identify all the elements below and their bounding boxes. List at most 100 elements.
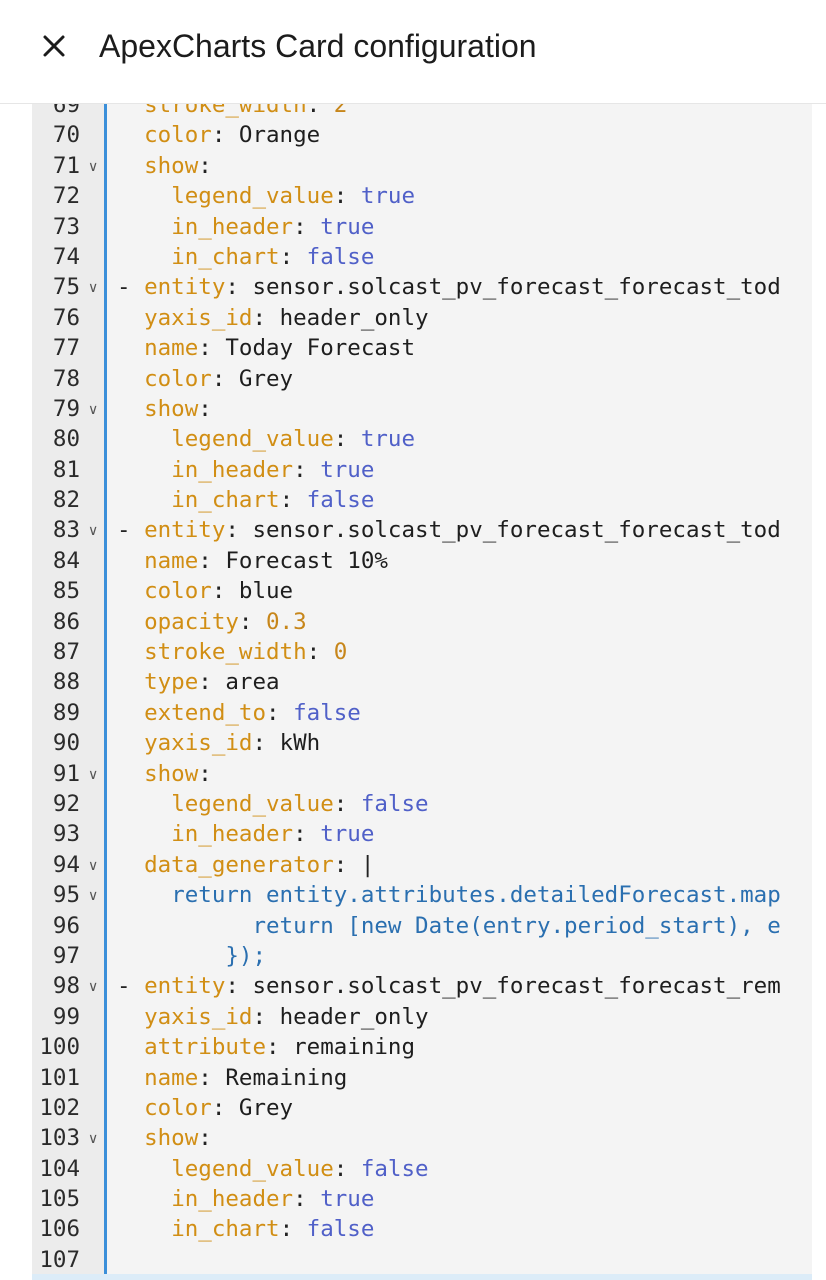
code-line[interactable]: 84 name: Forecast 10%: [32, 546, 812, 576]
code-token: in_chart: [171, 487, 280, 514]
code-line[interactable]: 70 color: Orange: [32, 120, 812, 150]
indent: [117, 548, 144, 574]
code-line[interactable]: 87 stroke_width: 0: [32, 637, 812, 667]
code-token: yaxis_id: [144, 1003, 253, 1030]
code-line[interactable]: 83 ∨ - entity: sensor.solcast_pv_forecast_…: [32, 515, 812, 545]
line-number: 83: [52, 517, 80, 544]
code-token: Today Forecast: [225, 335, 416, 362]
code-line[interactable]: 89 extend_to: false: [32, 698, 812, 728]
code-line[interactable]: 97 });: [32, 941, 812, 971]
fold-chevron-icon[interactable]: ∨: [88, 979, 99, 996]
code-line[interactable]: 77 name: Today Forecast: [32, 333, 812, 363]
code-line[interactable]: 74 in_chart: false: [32, 242, 812, 272]
code-line[interactable]: 76 yaxis_id: header_only: [32, 303, 812, 333]
code-token: :: [198, 760, 212, 787]
code-line[interactable]: 103∨ show:: [32, 1123, 812, 1153]
code-line[interactable]: 104 legend_value: false: [32, 1154, 812, 1184]
code-token: Orange: [238, 122, 321, 149]
code-line[interactable]: 96 return [new Date(entry.period_start),…: [32, 911, 812, 941]
code-line[interactable]: 85 color: blue: [32, 576, 812, 606]
code-line[interactable]: 99 yaxis_id: header_only: [32, 1002, 812, 1032]
code-line[interactable]: 94∨ data_generator: |: [32, 850, 812, 880]
code-line[interactable]: 102 color: Grey: [32, 1093, 812, 1123]
close-button[interactable]: [36, 28, 72, 64]
line-number: 104: [39, 1155, 80, 1182]
code-text: type: area: [117, 667, 279, 697]
line-number: 79: [52, 395, 80, 422]
fold-chevron-icon[interactable]: ∨: [88, 158, 99, 175]
code-line[interactable]: 88 type: area: [32, 667, 812, 697]
indent: [117, 700, 144, 726]
line-number: 73: [52, 213, 80, 240]
code-line[interactable]: 71∨ show:: [32, 151, 812, 181]
code-token: :: [306, 639, 334, 666]
code-token: :: [211, 365, 239, 392]
code-line[interactable]: 69 stroke_width: 2: [32, 104, 812, 120]
fold-chevron-icon[interactable]: ∨: [88, 857, 99, 874]
indent: [117, 639, 144, 665]
code-token: opacity: [144, 608, 239, 635]
code-line[interactable]: 79∨ show:: [32, 394, 812, 424]
code-token: 0: [333, 639, 348, 666]
line-number: 69: [52, 104, 80, 118]
line-number: 97: [52, 942, 80, 969]
code-line[interactable]: 78 color: Grey: [32, 364, 812, 394]
code-token: show: [144, 1125, 199, 1152]
code-line[interactable]: 75∨- entity: sensor.solcast_pv_forecast_…: [32, 272, 812, 302]
fold-chevron-icon[interactable]: ∨: [88, 280, 99, 297]
code-line[interactable]: 91∨ show:: [32, 759, 812, 789]
code-line[interactable]: 106 in_chart: false: [32, 1214, 812, 1244]
code-token: :: [266, 699, 294, 726]
code-line[interactable]: 95∨ return entity.attributes.detailedFor…: [32, 880, 812, 910]
code-line[interactable]: 92 legend_value: false: [32, 789, 812, 819]
line-number: 101: [39, 1064, 80, 1091]
code-token: :: [293, 213, 321, 240]
line-number: 89: [52, 699, 80, 726]
code-token: return entity.attributes.detailedForecas…: [171, 882, 781, 909]
code-line[interactable]: 82 in_chart: false: [32, 485, 812, 515]
code-line[interactable]: 107: [32, 1245, 812, 1274]
code-text: in_header: true: [117, 455, 374, 485]
code-line[interactable]: 81 in_header: true: [32, 455, 812, 485]
indent: [117, 821, 171, 847]
fold-chevron-icon[interactable]: ∨: [88, 888, 99, 905]
code-line[interactable]: 86 opacity: 0.3: [32, 607, 812, 637]
indent: [117, 366, 144, 392]
code-text: - entity: sensor.solcast_pv_forecast_for…: [117, 515, 781, 545]
code-line[interactable]: 101 name: Remaining: [32, 1063, 812, 1093]
line-number: 82: [52, 487, 80, 514]
code-line[interactable]: 105 in_header: true: [32, 1184, 812, 1214]
line-number: 80: [52, 426, 80, 453]
code-text: name: Today Forecast: [117, 333, 415, 363]
code-token: in_chart: [171, 243, 280, 270]
line-number: 98: [52, 973, 80, 1000]
code-token: :: [198, 395, 212, 422]
code-line[interactable]: 72 legend_value: true: [32, 181, 812, 211]
indent: [117, 943, 225, 969]
fold-chevron-icon[interactable]: ∨: [88, 766, 99, 783]
code-text: - entity: sensor.solcast_pv_forecast_for…: [117, 272, 781, 302]
code-token: :: [333, 1155, 361, 1182]
fold-chevron-icon[interactable]: ∨: [88, 1131, 99, 1148]
line-number: 84: [52, 547, 80, 574]
indent: [117, 1186, 171, 1212]
code-line[interactable]: 93 in_header: true: [32, 819, 812, 849]
code-line[interactable]: 73 in_header: true: [32, 212, 812, 242]
code-line[interactable]: 98∨- entity: sensor.solcast_pv_forecast_…: [32, 971, 812, 1001]
code-token: :: [252, 1003, 280, 1030]
code-token: header_only: [279, 1003, 429, 1030]
code-line[interactable]: 90 yaxis_id: kWh: [32, 728, 812, 758]
code-token: in_header: [171, 213, 294, 240]
fold-chevron-icon[interactable]: ∨: [88, 401, 99, 418]
code-token: stroke_width: [144, 639, 307, 666]
code-token: :: [293, 456, 321, 483]
code-line[interactable]: 80 legend_value: true: [32, 424, 812, 454]
code-line[interactable]: 100 attribute: remaining: [32, 1032, 812, 1062]
code-token: :: [279, 1216, 307, 1243]
fold-chevron-icon[interactable]: ∨: [88, 523, 99, 540]
code-token: in_chart: [171, 1216, 280, 1243]
indent: [117, 1095, 144, 1121]
line-number: 87: [52, 639, 80, 666]
